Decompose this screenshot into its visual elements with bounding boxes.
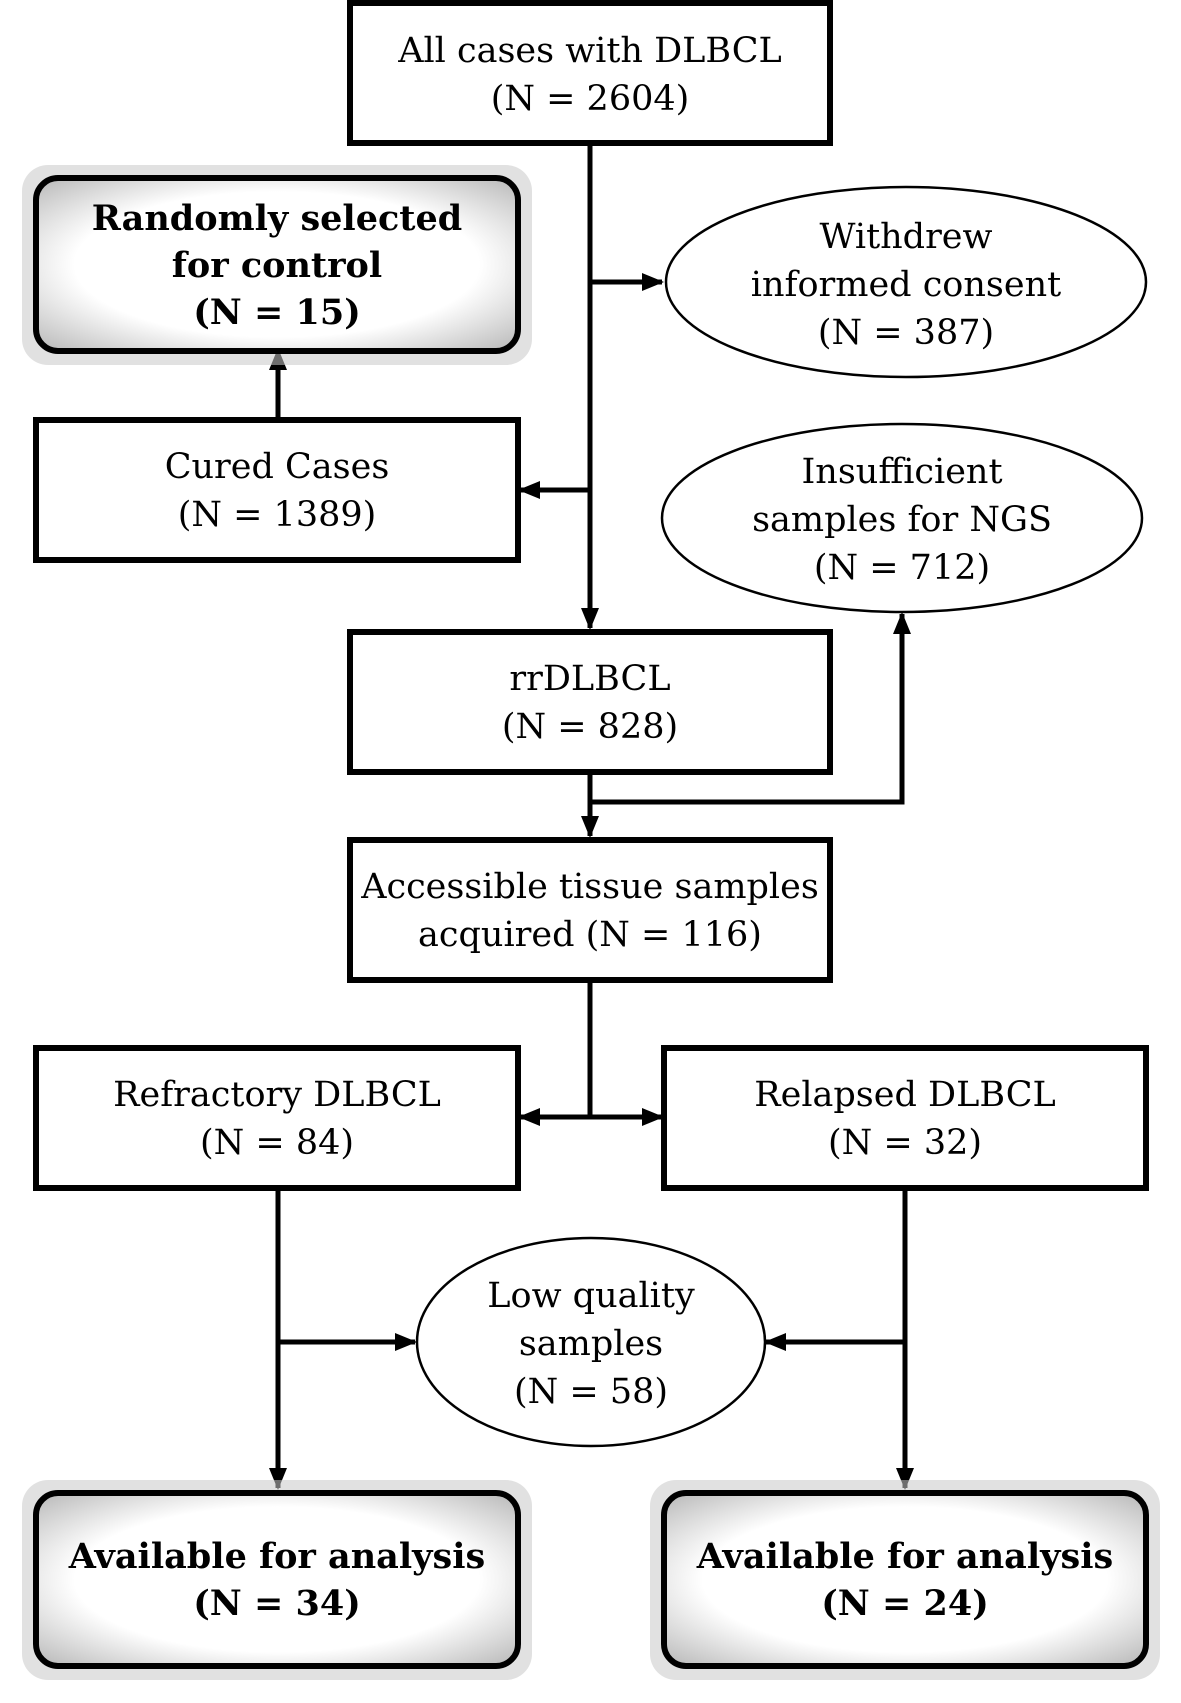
node-accessible: Accessible tissue samples acquired (N = …: [347, 837, 833, 983]
accessible-label-2: acquired (N = 116): [418, 915, 762, 955]
withdrew-label-2: informed consent: [751, 265, 1061, 305]
relapsed-count: (N = 32): [828, 1123, 982, 1163]
node-insufficient: Insufficient samples for NGS (N = 712): [660, 422, 1144, 614]
relapsed-label: Relapsed DLBCL: [754, 1075, 1055, 1115]
refractory-count: (N = 84): [200, 1123, 354, 1163]
rrdlbcl-label: rrDLBCL: [509, 659, 670, 699]
available-right-label: Available for analysis: [696, 1536, 1113, 1577]
insufficient-count: (N = 712): [814, 548, 990, 588]
cured-count: (N = 1389): [178, 495, 377, 535]
all-cases-label: All cases with DLBCL: [397, 31, 782, 71]
node-refractory: Refractory DLBCL (N = 84): [33, 1045, 521, 1191]
cured-label: Cured Cases: [165, 447, 390, 487]
withdrew-count: (N = 387): [818, 313, 994, 353]
connectors: [269, 145, 914, 1490]
low-quality-count: (N = 58): [514, 1372, 668, 1412]
node-available-left: Available for analysis (N = 34): [22, 1480, 532, 1680]
control-label-1: Randomly selected: [92, 198, 462, 239]
node-all-cases: All cases with DLBCL (N = 2604): [347, 0, 833, 146]
available-left-count: (N = 34): [193, 1583, 361, 1624]
low-quality-label-1: Low quality: [487, 1276, 695, 1316]
node-rrdlbcl: rrDLBCL (N = 828): [347, 629, 833, 775]
insufficient-label-1: Insufficient: [801, 452, 1002, 492]
available-right-count: (N = 24): [821, 1583, 989, 1624]
node-available-right: Available for analysis (N = 24): [650, 1480, 1160, 1680]
available-left-label: Available for analysis: [68, 1536, 485, 1577]
control-label-2: for control: [172, 245, 382, 286]
node-withdrew: Withdrew informed consent (N = 387): [664, 185, 1148, 379]
all-cases-count: (N = 2604): [491, 79, 690, 119]
node-low-quality: Low quality samples (N = 58): [415, 1236, 767, 1448]
withdrew-label-1: Withdrew: [820, 217, 993, 257]
low-quality-label-2: samples: [519, 1324, 663, 1364]
control-count: (N = 15): [193, 292, 361, 333]
insufficient-label-2: samples for NGS: [752, 500, 1052, 540]
node-cured: Cured Cases (N = 1389): [33, 417, 521, 563]
rrdlbcl-count: (N = 828): [502, 707, 678, 747]
node-relapsed: Relapsed DLBCL (N = 32): [661, 1045, 1149, 1191]
node-control: Randomly selected for control (N = 15): [22, 165, 532, 365]
connector-to-insufficient: [590, 612, 911, 805]
refractory-label: Refractory DLBCL: [113, 1075, 441, 1115]
accessible-label-1: Accessible tissue samples: [360, 867, 819, 907]
